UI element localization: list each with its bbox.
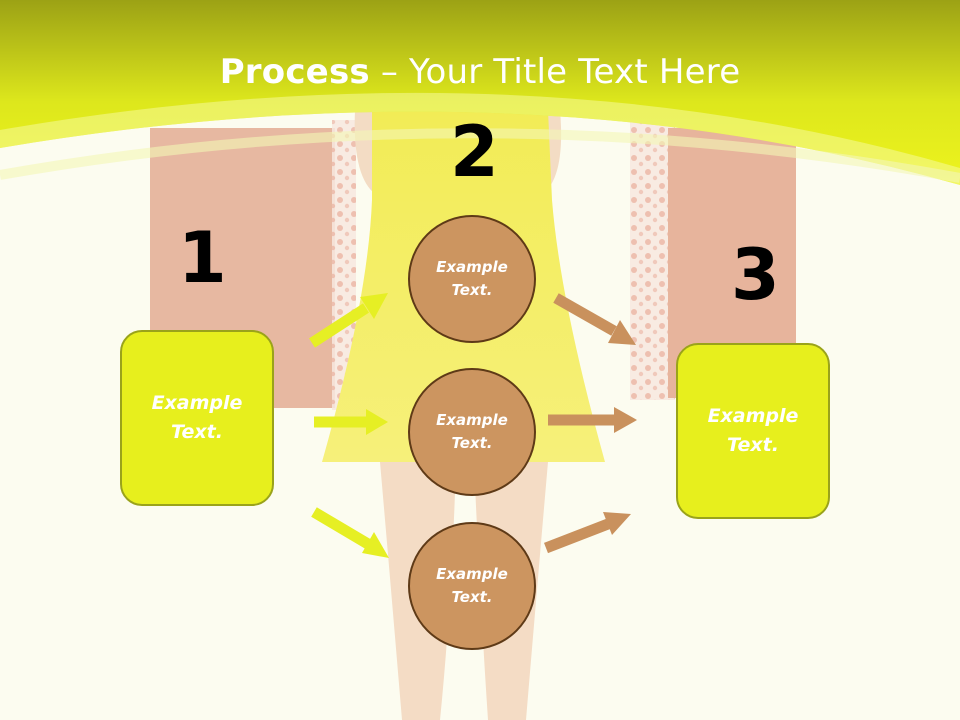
right-box-label: Example Text.: [707, 405, 799, 456]
circle-bottom-label: Example Text.: [436, 565, 508, 606]
left-box-label: Example Text.: [151, 392, 243, 443]
arrow-left-to-top: [309, 293, 388, 348]
circle-bottom[interactable]: Example Text.: [408, 522, 536, 650]
right-text-box[interactable]: Example Text.: [676, 343, 830, 519]
arrow-top-to-right: [553, 293, 636, 345]
step-number-2: 2: [450, 111, 499, 193]
step-number-3: 3: [731, 234, 780, 316]
header-band: [0, 0, 960, 185]
slide-title: Process – Your Title Text Here: [0, 52, 960, 92]
left-text-box[interactable]: Example Text.: [120, 330, 274, 506]
arrow-left-to-middle: [314, 409, 388, 435]
title-bold: Process: [219, 52, 370, 92]
circle-top-label: Example Text.: [436, 258, 508, 299]
title-rest: – Your Title Text Here: [369, 52, 741, 92]
step-number-1: 1: [178, 217, 227, 299]
circle-middle-label: Example Text.: [436, 411, 508, 452]
arrow-left-to-bottom: [311, 507, 389, 558]
arrow-bottom-to-right: [544, 512, 631, 554]
circle-middle[interactable]: Example Text.: [408, 368, 536, 496]
circle-top[interactable]: Example Text.: [408, 215, 536, 343]
arrow-middle-to-right: [548, 407, 637, 433]
